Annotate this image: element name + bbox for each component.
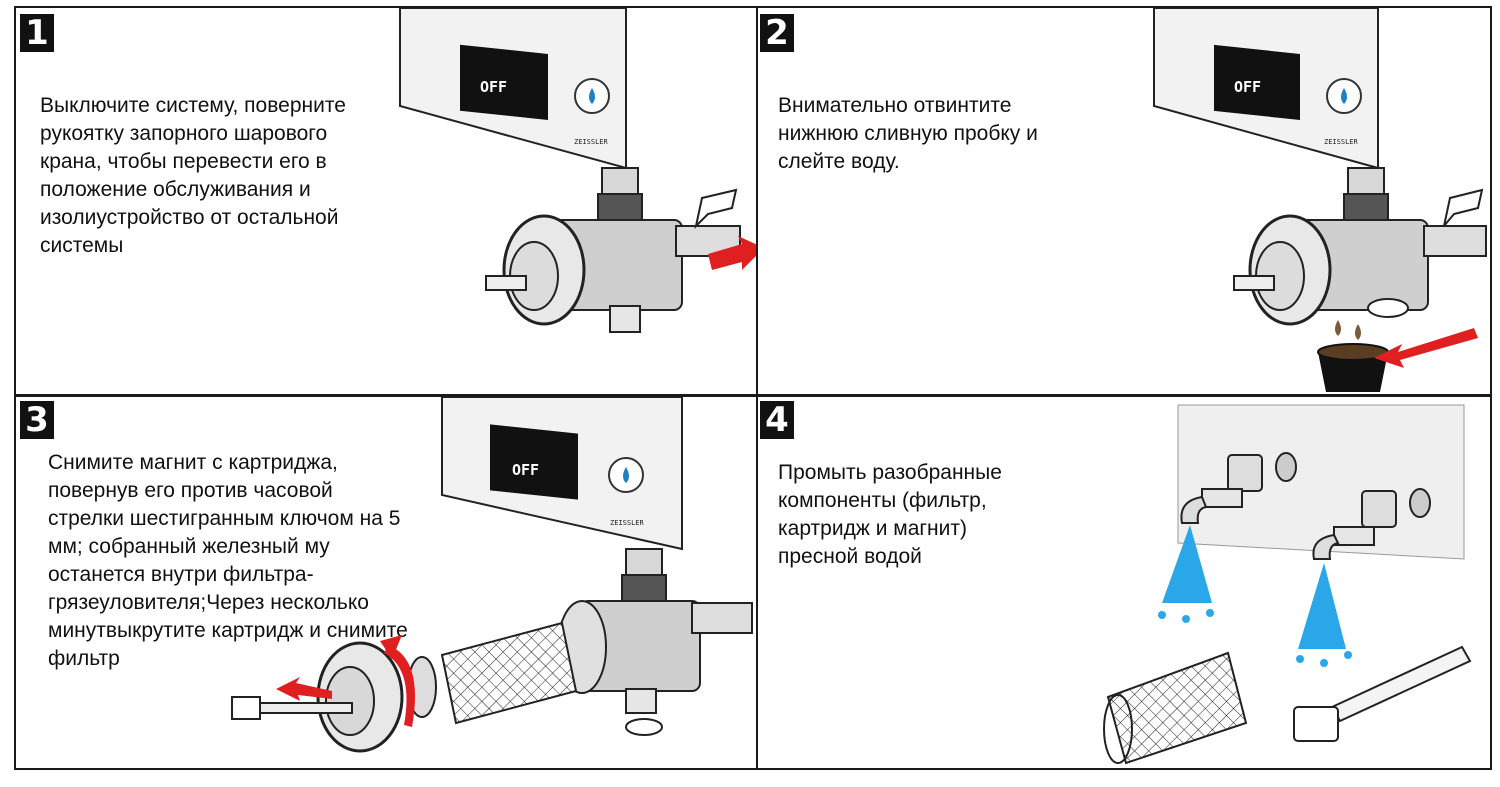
step-4-number: 4 <box>760 401 794 439</box>
step-3-number: 3 <box>20 401 54 439</box>
faucet-icon <box>1180 452 1297 524</box>
step-1-illustration: OFF ZEISSLER <box>399 8 756 333</box>
step-4-panel: 4 Промыть разобранные компоненты (фильтр… <box>758 397 1494 770</box>
step-2-number: 2 <box>760 14 794 52</box>
step-2-text: Внимательно отвинтите нижнюю сливную про… <box>778 94 1038 173</box>
filter-mesh-icon <box>1106 651 1248 765</box>
faucet-icon <box>1312 488 1431 560</box>
step-1-number: 1 <box>20 14 54 52</box>
step-1-panel: 1 Выключите систему, поверните рукоятку … <box>16 8 756 394</box>
counterclockwise-arrow-icon <box>384 645 415 727</box>
device-brand-label: ZEISSLER <box>1324 138 1359 146</box>
panel-divider-horizontal <box>16 394 1490 397</box>
step-2-panel: 2 Внимательно отвинтите нижнюю сливную п… <box>758 8 1494 394</box>
device-brand-label: ZEISSLER <box>610 519 645 527</box>
step-1-text: Выключите систему, поверните рукоятку за… <box>40 94 346 257</box>
panel-divider-vertical <box>756 8 758 768</box>
step-4-text: Промыть разобранные компоненты (фильтр, … <box>778 461 1002 568</box>
water-stream-icon <box>1162 525 1212 603</box>
pull-arrow-icon <box>276 677 332 701</box>
magnet-icon <box>1293 645 1472 742</box>
display-off-label: OFF <box>512 461 539 479</box>
display-off-label: OFF <box>480 78 507 96</box>
rotate-arrow-icon <box>708 236 756 270</box>
step-3-illustration: OFF ZEISSLER <box>231 397 753 753</box>
device-brand-label: ZEISSLER <box>574 138 609 146</box>
step-2-illustration: OFF ZEISSLER <box>1153 8 1487 392</box>
step-3-text: Снимите магнит с картриджа, повернув его… <box>48 451 408 670</box>
step-3-panel: 3 Снимите магнит с картриджа, повернув е… <box>16 397 756 770</box>
step-4-illustration <box>1103 404 1472 765</box>
instruction-sheet: 1 Выключите систему, поверните рукоятку … <box>14 6 1492 770</box>
water-stream-icon <box>1298 563 1346 649</box>
display-off-label: OFF <box>1234 78 1261 96</box>
pointer-arrow-icon <box>1374 328 1478 368</box>
